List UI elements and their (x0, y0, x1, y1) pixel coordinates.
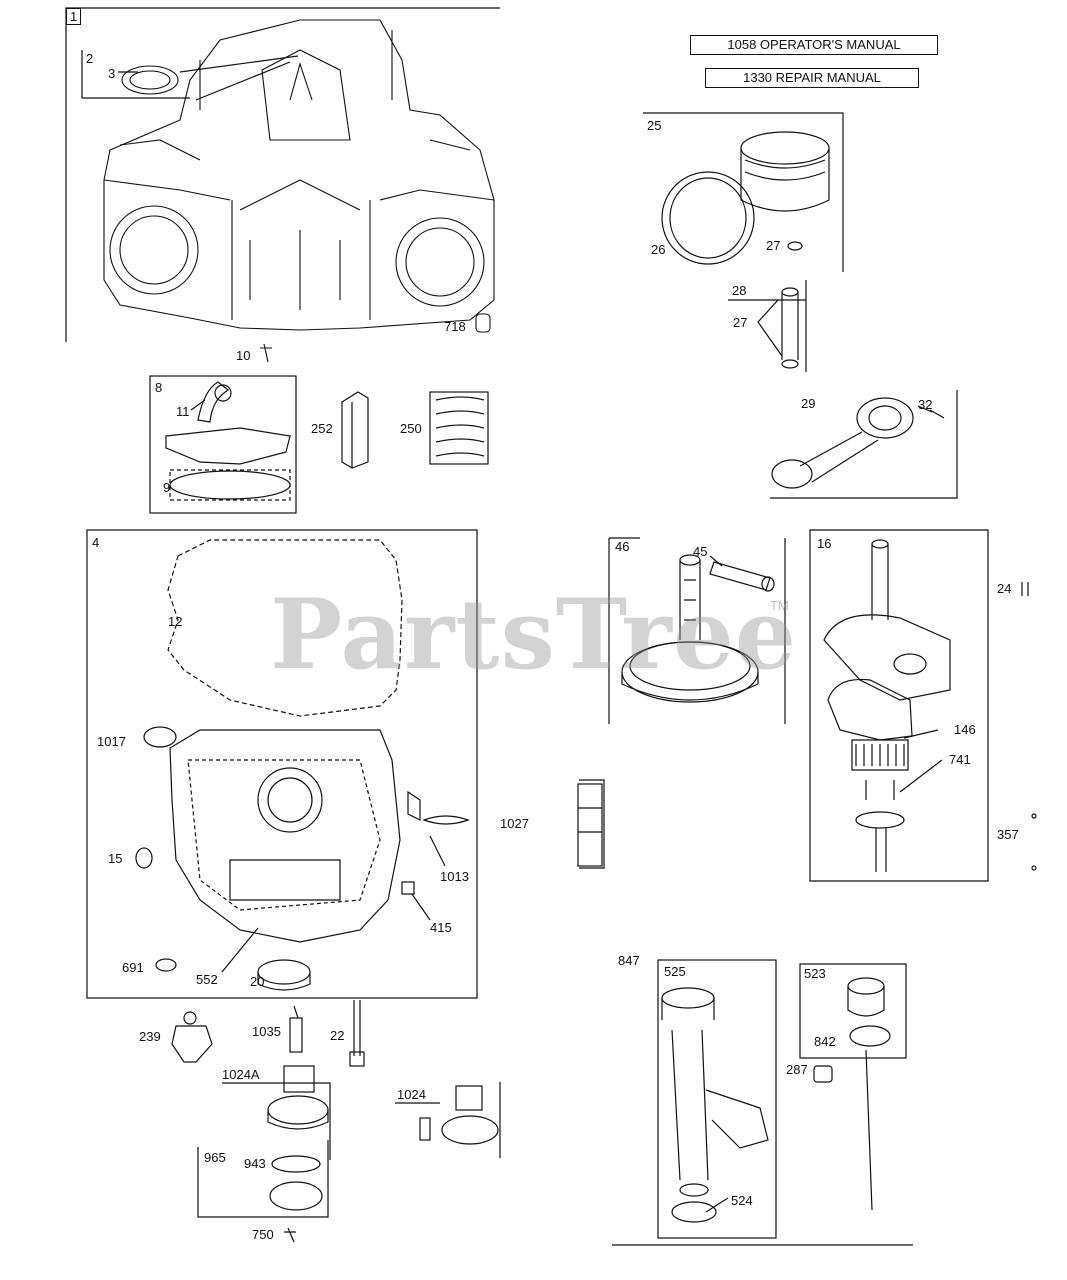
callout-750[interactable]: 750 (252, 1227, 274, 1242)
callout-26[interactable]: 26 (651, 242, 666, 257)
callout-8[interactable]: 8 (155, 380, 163, 395)
callout-552[interactable]: 552 (196, 972, 218, 987)
connecting-rod-drawing (771, 397, 945, 489)
callout-847[interactable]: 847 (618, 953, 640, 968)
breather-parts-drawing (165, 381, 291, 501)
callout-16[interactable]: 16 (817, 536, 832, 551)
callout-1035[interactable]: 1035 (252, 1024, 281, 1039)
camshaft-drawing (621, 554, 775, 703)
crankshaft-drawing (823, 539, 1037, 872)
dipstick-tube-drawing (661, 987, 769, 1223)
callout-27-pin[interactable]: 27 (733, 315, 748, 330)
callout-415[interactable]: 415 (430, 920, 452, 935)
callout-46[interactable]: 46 (615, 539, 630, 554)
callout-357[interactable]: 357 (997, 827, 1019, 842)
callout-842[interactable]: 842 (814, 1034, 836, 1049)
box-8 (149, 375, 297, 514)
callout-965[interactable]: 965 (204, 1150, 226, 1165)
repair-manual-label: 1330 REPAIR MANUAL (705, 68, 919, 88)
box-523 (799, 963, 907, 1059)
callout-239[interactable]: 239 (139, 1029, 161, 1044)
callout-943[interactable]: 943 (244, 1156, 266, 1171)
callout-10[interactable]: 10 (236, 348, 251, 363)
callout-252[interactable]: 252 (311, 421, 333, 436)
bracket-2 (81, 50, 190, 99)
callout-11[interactable]: 11 (176, 404, 190, 419)
callout-718[interactable]: 718 (444, 319, 466, 334)
cylinder-block-drawing (103, 19, 495, 363)
callout-20[interactable]: 20 (250, 974, 265, 989)
bracket-1024 (395, 1082, 501, 1158)
callout-24[interactable]: 24 (997, 581, 1012, 596)
callout-1017[interactable]: 1017 (97, 734, 126, 749)
callout-250[interactable]: 250 (400, 421, 422, 436)
operators-manual-label: 1058 OPERATOR'S MANUAL (690, 35, 938, 55)
callout-28[interactable]: 28 (732, 283, 747, 298)
callout-1[interactable]: 1 (66, 8, 82, 25)
callout-691[interactable]: 691 (122, 960, 144, 975)
gasket-drawing (167, 539, 403, 717)
callout-22[interactable]: 22 (330, 1028, 345, 1043)
bracket-16 (809, 529, 989, 882)
watermark-text: PartsTree (270, 578, 797, 691)
callout-32[interactable]: 32 (918, 397, 933, 412)
lower-left-parts-drawing (171, 1000, 499, 1243)
callout-4[interactable]: 4 (92, 535, 100, 550)
callout-146[interactable]: 146 (954, 722, 976, 737)
piston-drawing (661, 131, 830, 369)
callout-524[interactable]: 524 (731, 1193, 753, 1208)
bracket-965 (197, 1140, 329, 1218)
bracket-46 (608, 537, 786, 724)
bracket-1024A (222, 1082, 331, 1160)
bracket-25 (643, 112, 844, 272)
callout-12[interactable]: 12 (168, 614, 183, 629)
callout-15[interactable]: 15 (108, 851, 123, 866)
callout-3[interactable]: 3 (108, 66, 116, 81)
callout-287[interactable]: 287 (786, 1062, 808, 1077)
callout-9[interactable]: 9 (163, 480, 171, 495)
callout-45[interactable]: 45 (693, 544, 708, 559)
callout-1024A[interactable]: 1024A (222, 1067, 260, 1082)
parts-252-250-drawing (341, 391, 489, 469)
box-525 (657, 959, 777, 1239)
callout-29[interactable]: 29 (801, 396, 816, 411)
bracket-29 (770, 390, 958, 499)
dipstick-drawing (813, 977, 891, 1211)
box-4 (86, 529, 478, 999)
callout-1013[interactable]: 1013 (440, 869, 469, 884)
bracket-28 (728, 280, 807, 372)
bracket-1027 (579, 779, 605, 869)
watermark-trademark: TM (770, 598, 789, 613)
callout-27-piston[interactable]: 27 (766, 238, 781, 253)
callout-25[interactable]: 25 (647, 118, 662, 133)
callout-523[interactable]: 523 (804, 966, 826, 981)
callout-1024[interactable]: 1024 (397, 1087, 426, 1102)
callout-1027[interactable]: 1027 (500, 816, 529, 831)
callout-525[interactable]: 525 (664, 964, 686, 979)
oil-sump-drawing (135, 726, 603, 991)
callout-741[interactable]: 741 (949, 752, 971, 767)
callout-2[interactable]: 2 (86, 51, 94, 66)
